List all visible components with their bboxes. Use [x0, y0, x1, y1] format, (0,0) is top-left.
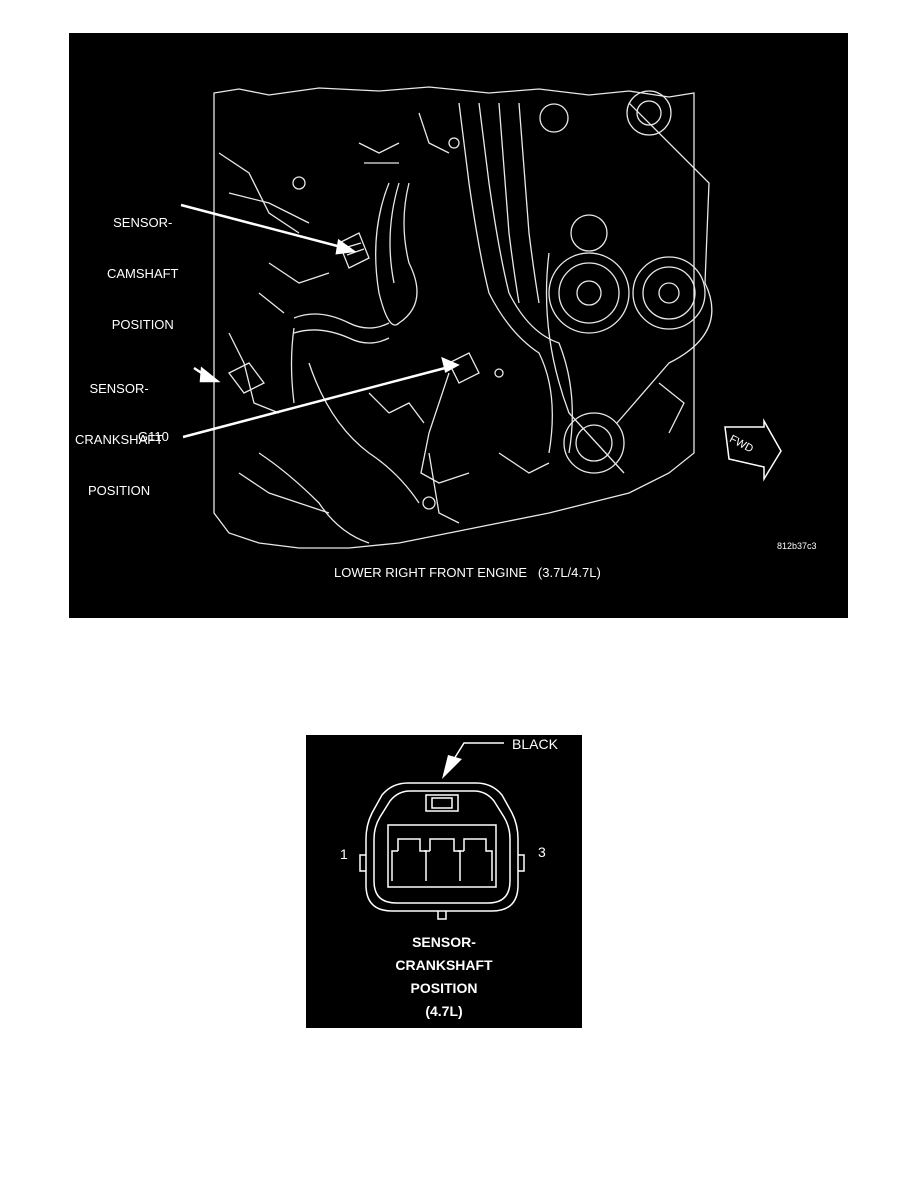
connector-caption-line2: CRANKSHAFT [395, 957, 493, 973]
engine-line-drawing [180, 86, 782, 549]
pin-3-label: 3 [538, 844, 546, 860]
camshaft-label-line1: SENSOR- [113, 215, 173, 230]
engine-illustration-figure: SENSOR- CAMSHAFT POSITION SENSOR- CRANKS… [69, 33, 848, 618]
ground-g110-label: G110 [138, 429, 169, 444]
connector-illustration-figure: BLACK 1 3 SENSOR- CRANKSHAFT POSITION (4… [306, 735, 582, 1028]
camshaft-sensor-label: SENSOR- CAMSHAFT POSITION [107, 180, 179, 367]
pointer-arrow-icon [442, 755, 462, 779]
connector-caption-line3: POSITION [410, 980, 478, 996]
forward-arrow-icon [724, 418, 782, 482]
crankshaft-label-line2: CRANKSHAFT [75, 432, 164, 447]
crankshaft-sensor-label: SENSOR- CRANKSHAFT POSITION [75, 346, 163, 533]
crankshaft-label-line1: SENSOR- [89, 381, 149, 396]
crankshaft-label-line3: POSITION [88, 483, 151, 498]
color-label: BLACK [512, 736, 558, 752]
pin-1-label: 1 [340, 846, 348, 862]
connector-caption-line1: SENSOR- [412, 934, 476, 950]
connector-caption-line4: (4.7L) [425, 1003, 463, 1019]
camshaft-label-line2: CAMSHAFT [107, 266, 179, 281]
figure1-caption: LOWER RIGHT FRONT ENGINE (3.7L/4.7L) [334, 565, 601, 580]
connector-caption: SENSOR- CRANKSHAFT POSITION (4.7L) [306, 931, 582, 1023]
connector-line-drawing [359, 742, 525, 920]
figure-code: 812b37c3 [777, 541, 817, 551]
camshaft-label-line3: POSITION [111, 317, 174, 332]
